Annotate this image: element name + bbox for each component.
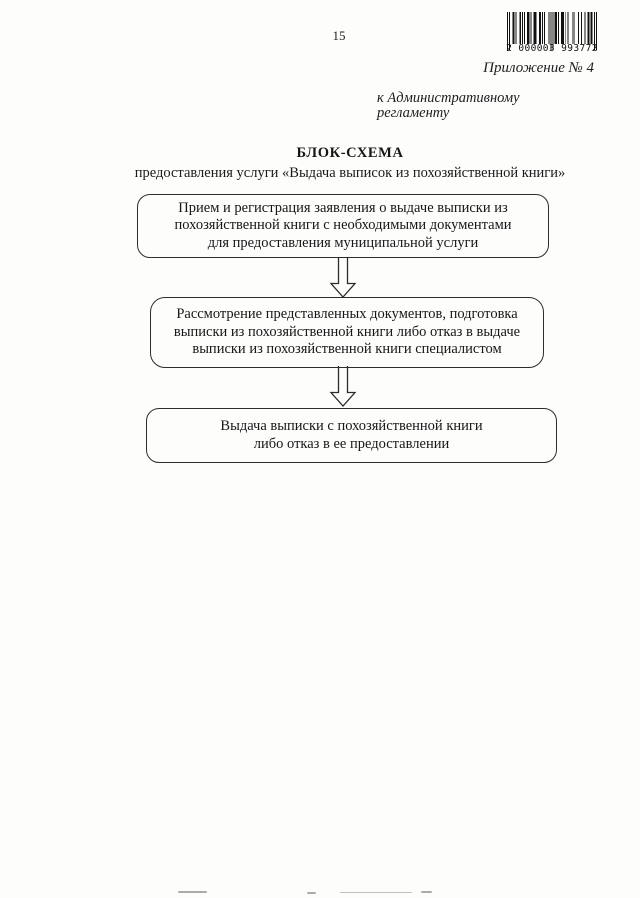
barcode: 2 000003 993772 bbox=[506, 12, 598, 54]
flow-step-text: Прием и регистрация заявления о выдаче в… bbox=[178, 199, 508, 216]
scan-artifact-dash bbox=[178, 891, 207, 893]
flow-step-text: Выдача выписки с похозяйственной книги bbox=[220, 418, 483, 434]
down-arrow-icon bbox=[328, 366, 358, 407]
title-block: БЛОК-СХЕМА предоставления услуги «Выдача… bbox=[60, 145, 640, 182]
scan-artifact-dash bbox=[421, 891, 432, 893]
barcode-bars-icon bbox=[507, 12, 597, 50]
page-title: БЛОК-СХЕМА bbox=[296, 145, 404, 161]
page-subtitle: предоставления услуги «Выдача выписок из… bbox=[134, 165, 566, 181]
scan-artifact-dash bbox=[340, 892, 412, 893]
flow-step-text: выписки из похозяйственной книги специал… bbox=[192, 341, 502, 358]
flow-step-reception: Прием и регистрация заявления о выдаче в… bbox=[137, 194, 549, 258]
regulation-reference-line: к Административному bbox=[377, 90, 520, 106]
regulation-reference: к Административному регламенту bbox=[377, 91, 520, 121]
flow-step-text: выписки из похозяйственной книги либо от… bbox=[173, 323, 521, 340]
down-arrow-icon bbox=[328, 257, 358, 298]
flow-step-review: Рассмотрение представленных документов, … bbox=[150, 297, 544, 368]
scan-artifact-dash bbox=[307, 892, 316, 894]
flow-step-text: Рассмотрение представленных документов, … bbox=[176, 306, 518, 323]
barcode-number: 2 000003 993772 bbox=[506, 43, 598, 54]
regulation-reference-line: регламенту bbox=[377, 105, 450, 121]
flow-step-text: похозяйственной книги с необходимыми док… bbox=[174, 217, 512, 234]
flow-step-text: для предоставления муниципальной услуги bbox=[207, 234, 479, 251]
appendix-label: Приложение № 4 bbox=[483, 60, 594, 76]
page-number: 15 bbox=[332, 28, 346, 43]
flow-step-text: либо отказ в ее предоставлении bbox=[253, 435, 450, 452]
flow-step-issue: Выдача выписки с похозяйственной книги л… bbox=[146, 408, 557, 463]
